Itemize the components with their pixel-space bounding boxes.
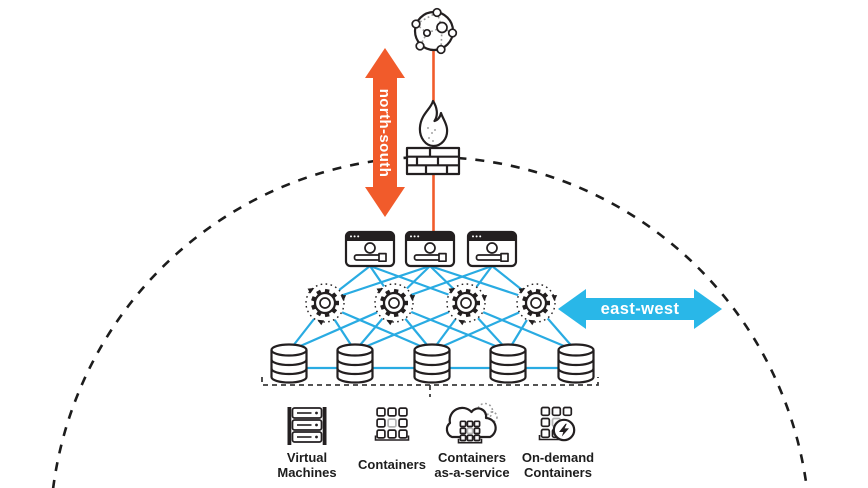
containers-as-a-service-icon <box>445 402 499 444</box>
web-app-icon <box>404 230 456 268</box>
east-west-label: east-west <box>600 299 680 318</box>
legend-label-on-demand-containers: On-demand Containers <box>521 449 595 480</box>
north-south-arrow <box>365 48 405 217</box>
internet-icon <box>411 7 458 55</box>
service-gear-icon <box>447 284 488 326</box>
firewall-icon <box>405 146 461 176</box>
on-demand-containers-icon <box>538 406 576 442</box>
browser-to-gear-links <box>324 264 537 303</box>
service-gear-icon <box>517 284 558 326</box>
east-west-arrow <box>558 289 722 329</box>
database-icon <box>336 343 374 384</box>
database-icon <box>489 343 527 384</box>
database-icon <box>557 343 595 384</box>
virtual-machines-icon <box>286 406 328 446</box>
service-gear-icon <box>375 284 416 326</box>
legend-label-containers-as-a-service: Containers as-a-service <box>434 449 510 480</box>
flame-icon <box>418 99 449 148</box>
database-icon <box>270 343 308 384</box>
legend-label-containers: Containers <box>358 457 426 473</box>
database-icon <box>413 343 451 384</box>
north-south-label: north-south <box>376 88 394 178</box>
web-app-icon <box>466 230 518 268</box>
containers-icon <box>374 407 410 441</box>
web-app-icon <box>344 230 396 268</box>
legend-label-virtual-machines: Virtual Machines <box>277 449 337 480</box>
infrastructure-bracket <box>261 377 599 397</box>
